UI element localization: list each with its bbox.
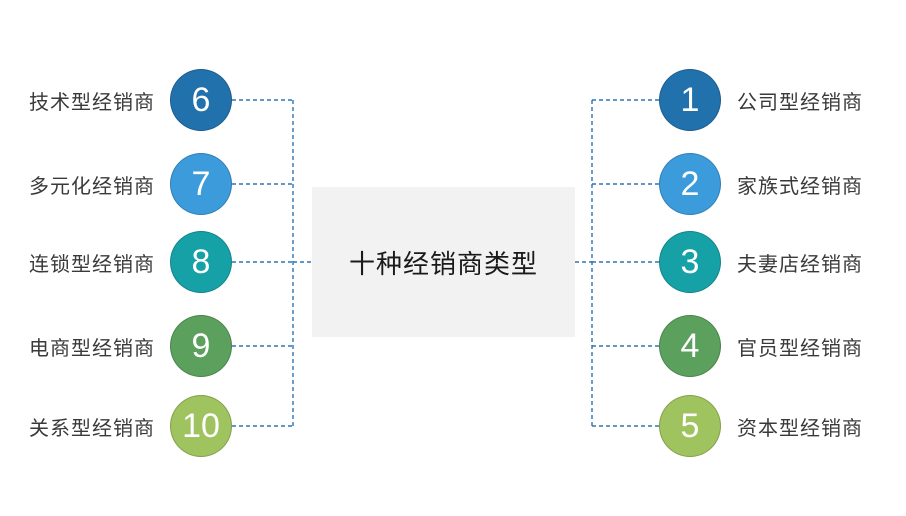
badge-number: 7	[191, 165, 211, 203]
number-badge: 5	[659, 395, 721, 457]
badge-number: 10	[182, 407, 220, 445]
badge-number: 3	[680, 243, 700, 281]
number-badge: 6	[170, 69, 232, 131]
center-title-box: 十种经销商类型	[312, 187, 575, 337]
dealer-item-left-ecommerce: 电商型经销商 9	[0, 315, 232, 377]
dealer-label: 连锁型经销商	[29, 253, 155, 276]
badge-number: 6	[191, 81, 211, 119]
dealer-label: 家族式经销商	[737, 175, 863, 198]
dealer-item-left-relationship: 关系型经销商 10	[0, 395, 232, 457]
badge-number: 4	[680, 327, 700, 365]
dealer-item-right-family: 2 家族式经销商	[659, 153, 863, 215]
number-badge: 4	[659, 315, 721, 377]
badge-number: 1	[680, 81, 700, 119]
dealer-label: 技术型经销商	[29, 91, 155, 114]
dealer-label: 资本型经销商	[737, 417, 863, 440]
badge-number: 9	[191, 327, 211, 365]
dealer-item-left-chain: 连锁型经销商 8	[0, 231, 232, 293]
dealer-label: 公司型经销商	[737, 91, 863, 114]
dealer-item-right-couple-shop: 3 夫妻店经销商	[659, 231, 863, 293]
dealer-label: 官员型经销商	[737, 337, 863, 360]
dealer-item-right-capital: 5 资本型经销商	[659, 395, 863, 457]
dealer-label: 多元化经销商	[29, 175, 155, 198]
number-badge: 8	[170, 231, 232, 293]
dealer-item-right-company: 1 公司型经销商	[659, 69, 863, 131]
dealer-item-left-diversified: 多元化经销商 7	[0, 153, 232, 215]
diagram-title: 十种经销商类型	[348, 248, 538, 279]
badge-number: 8	[191, 243, 211, 281]
number-badge: 3	[659, 231, 721, 293]
number-badge: 9	[170, 315, 232, 377]
dealer-label: 电商型经销商	[29, 337, 155, 360]
dealer-label: 关系型经销商	[29, 417, 155, 440]
number-badge: 7	[170, 153, 232, 215]
number-badge: 2	[659, 153, 721, 215]
badge-number: 5	[680, 407, 700, 445]
dealer-label: 夫妻店经销商	[737, 253, 863, 276]
dealer-item-right-official: 4 官员型经销商	[659, 315, 863, 377]
dealer-item-left-technical: 技术型经销商 6	[0, 69, 232, 131]
number-badge: 10	[170, 395, 232, 457]
number-badge: 1	[659, 69, 721, 131]
badge-number: 2	[680, 165, 700, 203]
